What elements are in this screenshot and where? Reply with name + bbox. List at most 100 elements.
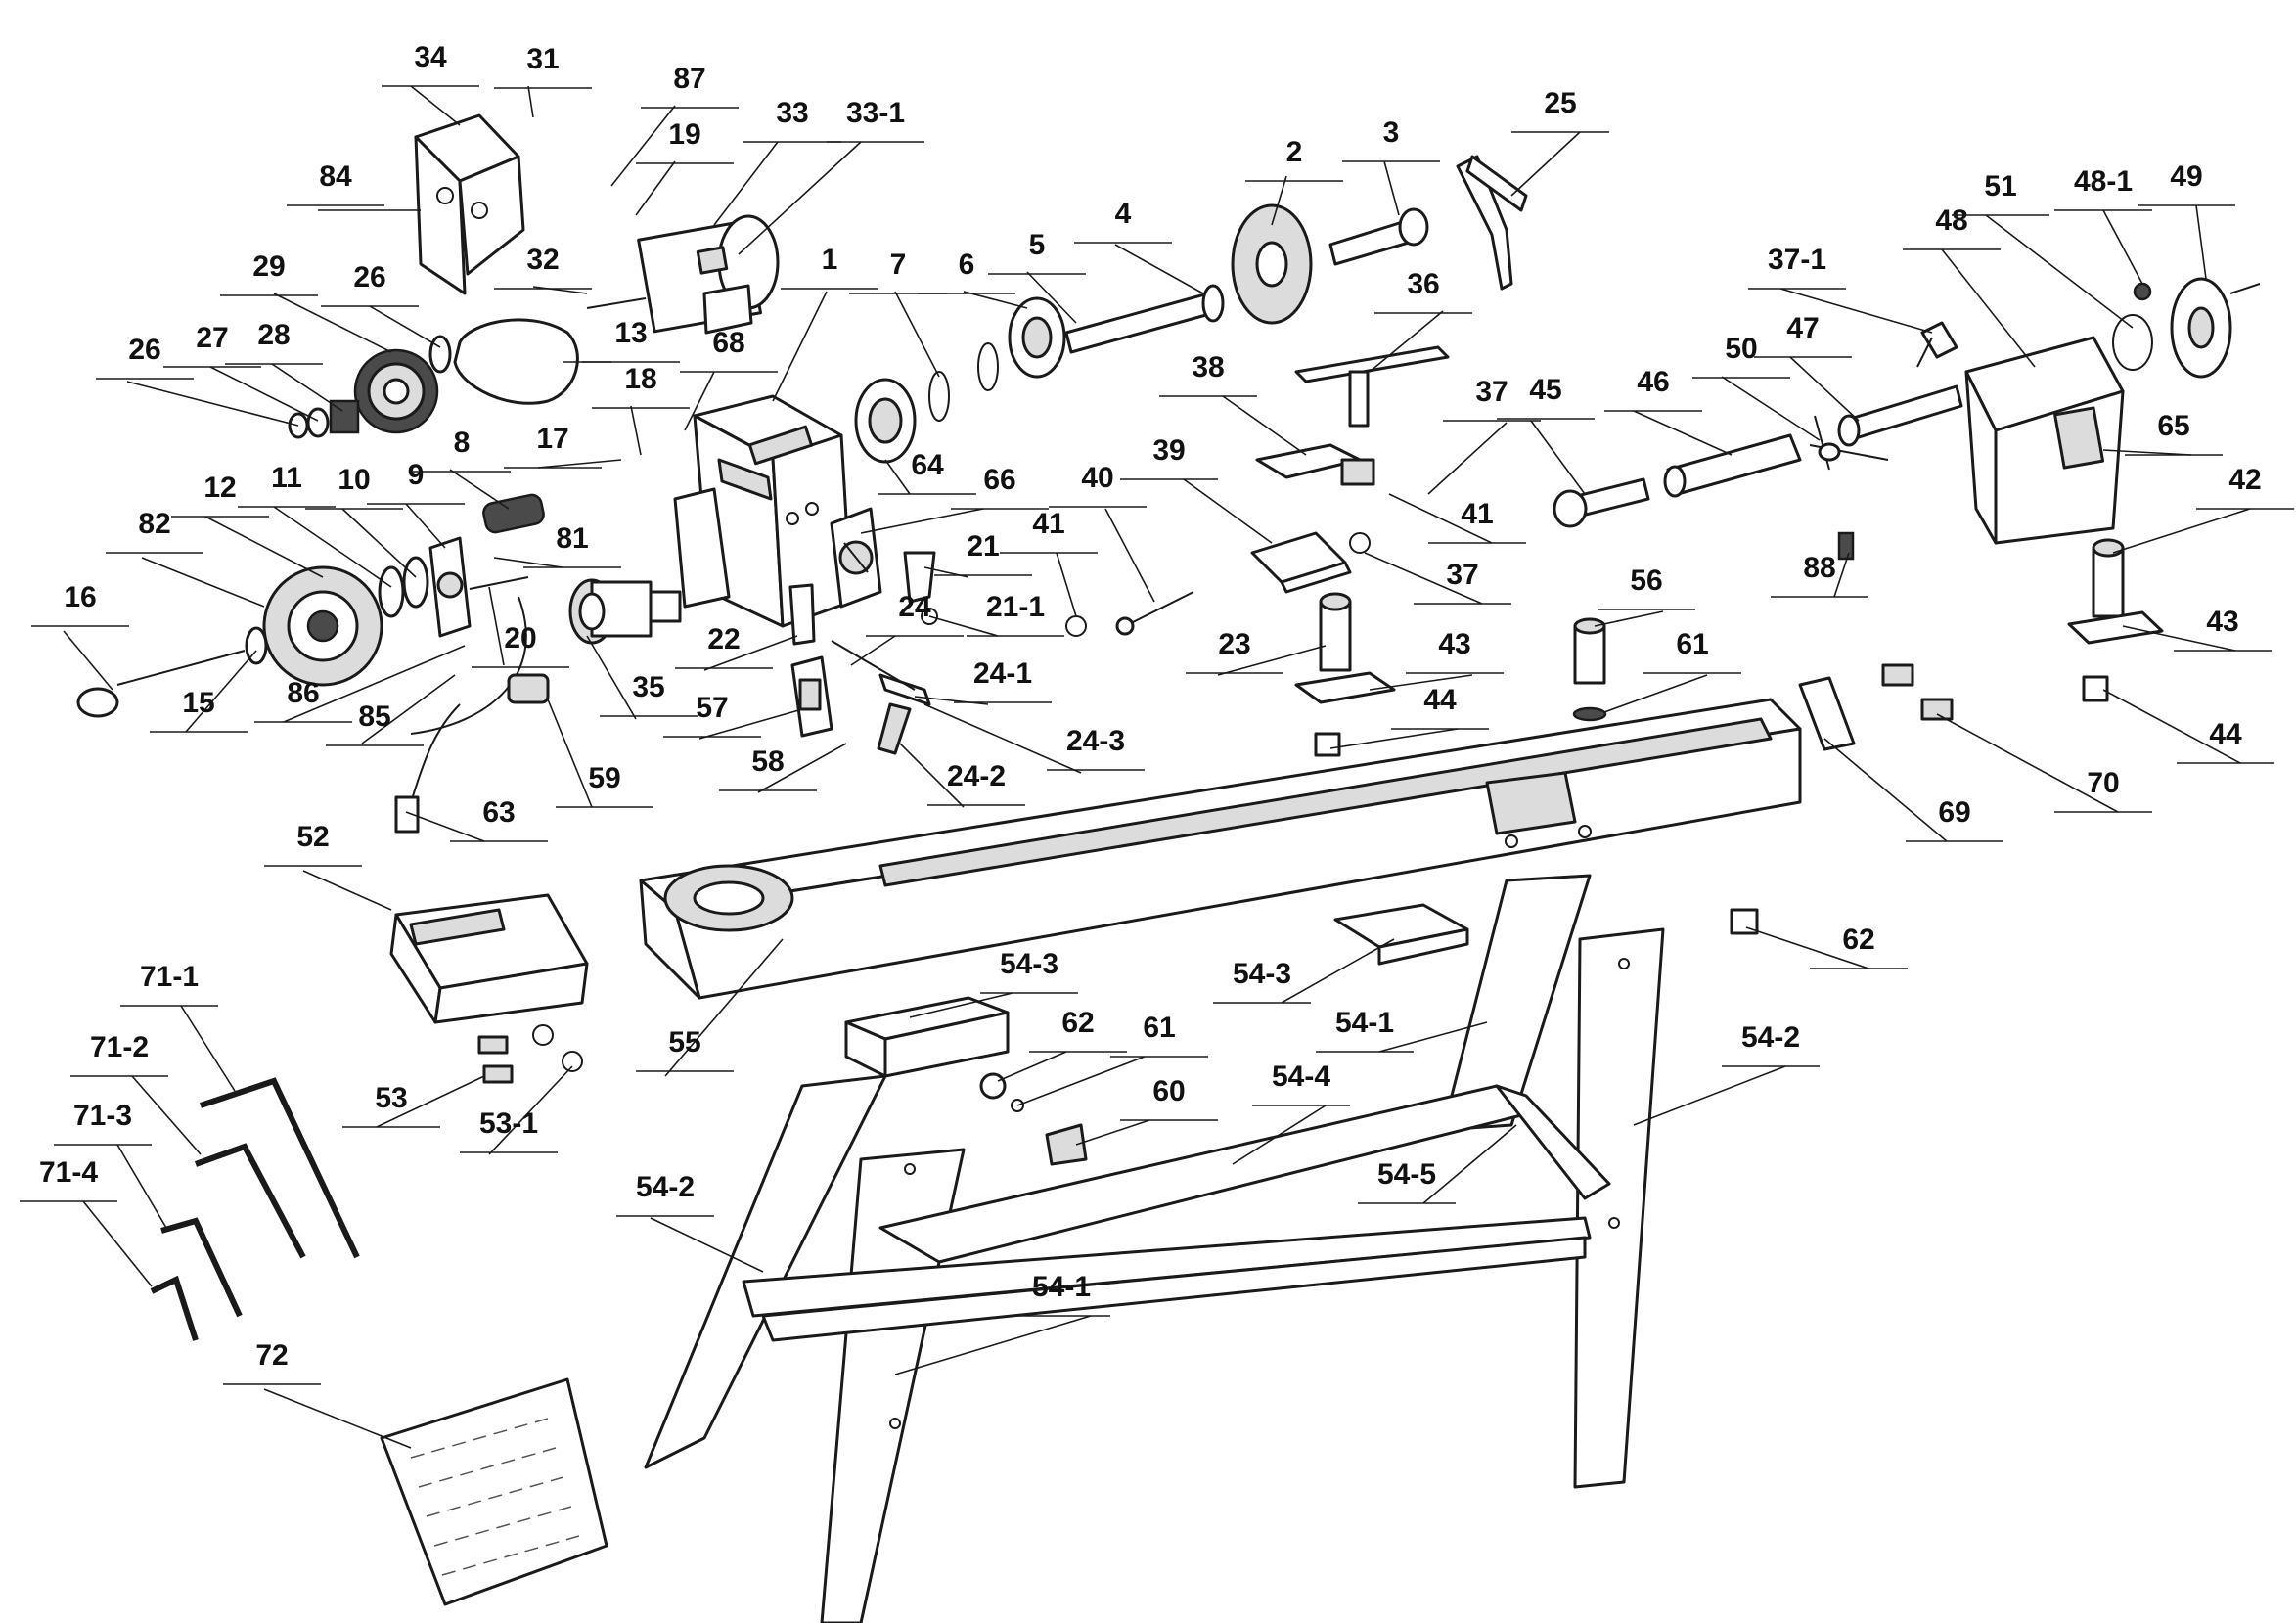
part-number-label: 16 [64, 581, 96, 613]
leader-line [923, 703, 1082, 774]
leader-line [1789, 356, 1860, 422]
leader-line [405, 811, 485, 842]
handwheel-49 [2170, 277, 2261, 379]
leader-line [376, 1075, 485, 1128]
leader-line [532, 286, 588, 294]
callout-21-1: 21-1 [928, 591, 1064, 637]
part-number-label: 54-5 [1377, 1158, 1436, 1191]
clamp-plate-43-right [2067, 610, 2164, 645]
bearing-10-11 [378, 556, 429, 618]
part-number-label: 71-1 [140, 961, 199, 993]
leader-line [488, 1065, 573, 1155]
part-number-label: 70 [2087, 767, 2119, 799]
leader-line [664, 938, 784, 1077]
callout-47: 47 [1754, 312, 1860, 422]
part-number-label: 81 [556, 522, 588, 555]
callout-4: 4 [1074, 198, 1204, 294]
callout-49: 49 [2138, 160, 2235, 280]
leader-line [1378, 1021, 1488, 1053]
callout-22: 22 [675, 623, 798, 671]
cam-lever-40 [1115, 591, 1194, 636]
part-number-label: 11 [271, 462, 302, 494]
leader-line [1633, 1065, 1786, 1126]
leader-line [547, 699, 593, 808]
part-number-label: 44 [1423, 684, 1457, 716]
part-number-label: 27 [196, 322, 228, 354]
hex-key-71-2 [194, 1143, 306, 1259]
leader-line [2195, 204, 2207, 280]
bed-bolt [1578, 825, 1592, 838]
callout-2: 2 [1245, 136, 1343, 226]
manual-sheet-72 [380, 1377, 608, 1606]
callout-7: 7 [849, 248, 947, 378]
nut-48-1 [2133, 282, 2152, 301]
part-number-label: 71-2 [90, 1031, 149, 1063]
motor [586, 214, 780, 335]
part-number-label: 37 [1446, 559, 1478, 591]
part-number-label: 82 [138, 508, 170, 540]
stand-bolt-hole [889, 1418, 901, 1429]
part-number-label: 26 [353, 261, 385, 293]
bolt-56 [1573, 617, 1606, 685]
leader-line [1721, 376, 1821, 441]
part-number-label: 13 [614, 317, 647, 349]
washer-61-lower [1011, 1099, 1024, 1112]
leader-line [1941, 248, 2036, 368]
leader-line [116, 1144, 167, 1229]
leader-line [899, 743, 965, 808]
leader-line [1369, 674, 1473, 691]
washer-15 [245, 626, 268, 665]
leader-line [263, 1388, 412, 1449]
bolts-53 [477, 1024, 583, 1084]
part-number-label: 51 [1984, 170, 2016, 203]
leader-line [1104, 508, 1155, 603]
leader-line [586, 635, 637, 720]
callout-43: 43 [2122, 606, 2272, 652]
bearing-6 [1008, 296, 1066, 379]
part-number-label: 26 [128, 334, 160, 366]
tool-rest-36 [1294, 345, 1450, 428]
callout-62: 62 [1745, 924, 1908, 969]
part-number-label: 7 [890, 248, 907, 281]
latch-handle [903, 551, 938, 625]
callout-36: 36 [1369, 268, 1472, 373]
leader-line [410, 85, 461, 126]
part-number-label: 54-2 [1741, 1021, 1800, 1054]
nut-62-lower [979, 1072, 1007, 1100]
callout-6: 6 [918, 248, 1028, 309]
callout-72: 72 [223, 1339, 412, 1449]
bed-left-end [639, 879, 701, 1000]
leader-line [2102, 689, 2241, 764]
hex-key-71-3 [160, 1217, 243, 1318]
callout-52: 52 [264, 821, 392, 911]
leader-line [757, 743, 847, 793]
leader-line [884, 459, 911, 495]
leader-line [1603, 674, 1708, 713]
leader-line [1833, 552, 1850, 598]
leader-line [1510, 131, 1581, 197]
part-number-label: 1 [822, 244, 838, 276]
hex-key-71-4 [150, 1275, 199, 1341]
bracket-plate [788, 583, 816, 646]
leader-line [1530, 420, 1586, 495]
part-number-label: 56 [1630, 564, 1662, 597]
leader-line [341, 508, 417, 578]
leader-line [273, 506, 392, 588]
part-number-label: 53-1 [479, 1107, 538, 1140]
callout-23: 23 [1186, 628, 1327, 676]
speed-dial-plate [830, 507, 882, 609]
callout-59: 59 [547, 699, 653, 808]
leader-line [703, 635, 798, 671]
leader-line [1232, 1105, 1327, 1165]
spindle-nose [568, 578, 682, 645]
banjo-39 [1250, 531, 1352, 594]
leader-line [738, 141, 862, 255]
callout-18: 18 [592, 363, 690, 456]
callout-86: 86 [254, 645, 466, 723]
callout-16: 16 [31, 581, 129, 691]
leader-line [488, 586, 505, 666]
leader-line [860, 508, 984, 534]
leader-line [369, 305, 441, 348]
part-number-label: 5 [1029, 229, 1046, 261]
bolts-70 [1881, 663, 1954, 721]
